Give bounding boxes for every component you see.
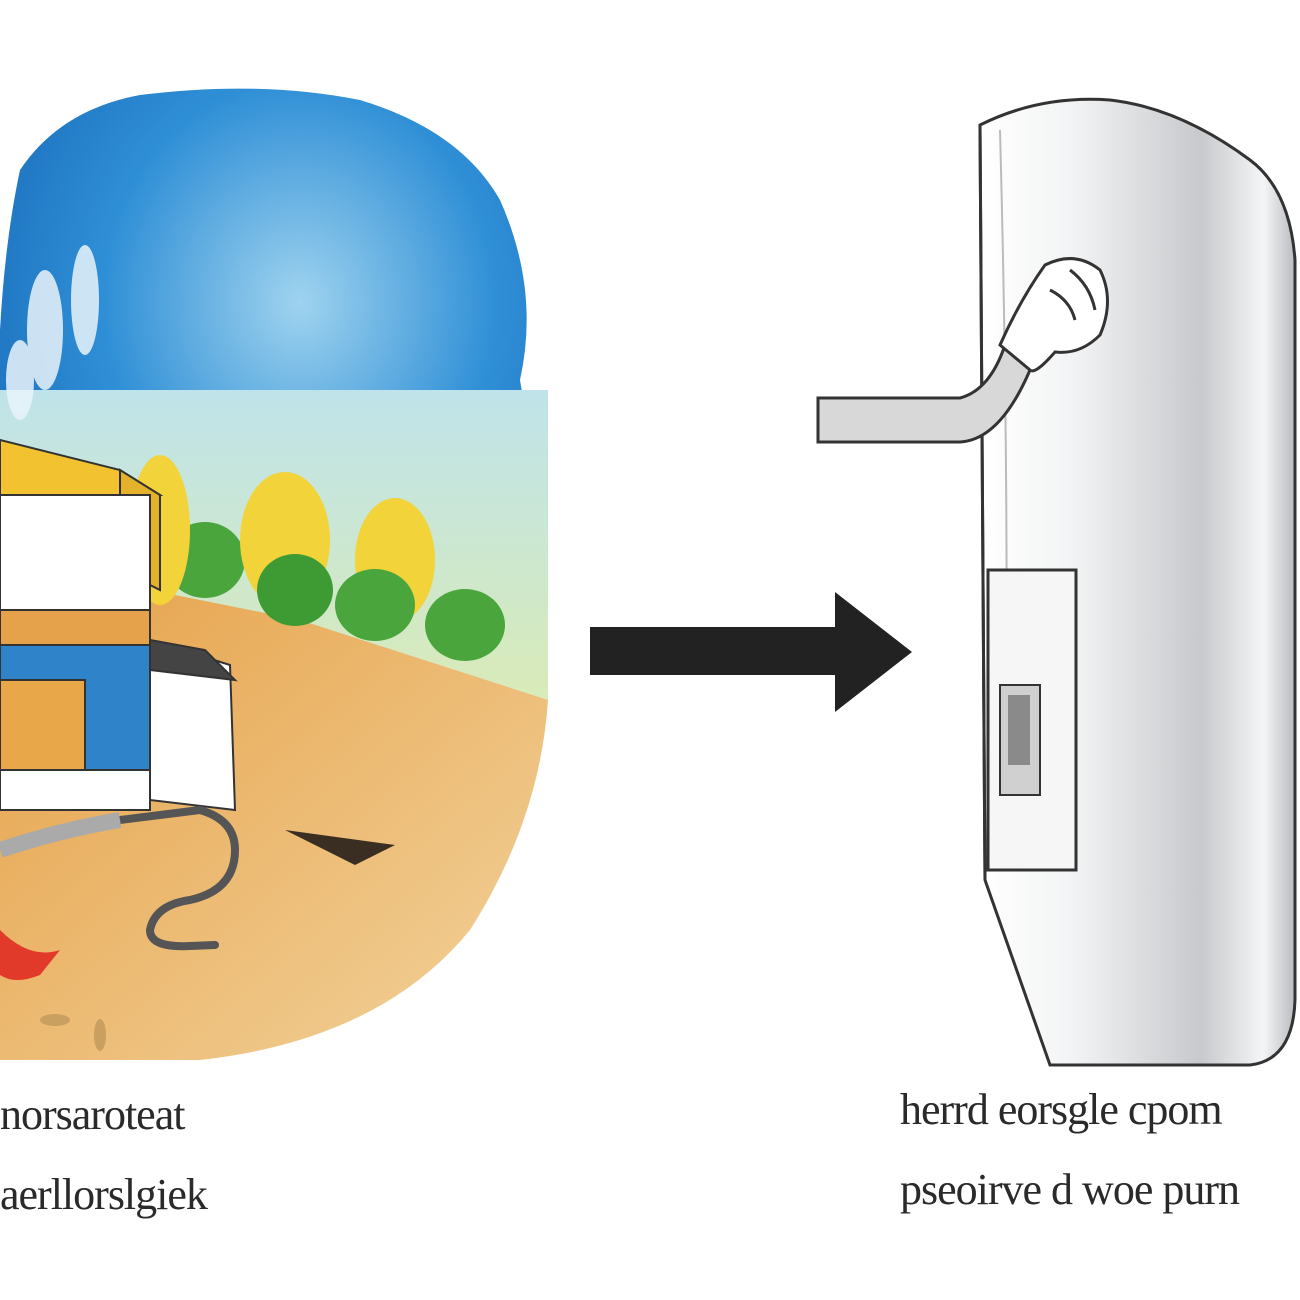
factory-building xyxy=(0,438,238,812)
right-caption-line-1: herrd eorsgle cpom xyxy=(900,1085,1223,1134)
right-caption: herrd eorsgle cpom pseoirve d woe purn xyxy=(900,1070,1300,1230)
hand-icon xyxy=(998,257,1109,373)
left-caption-line-2: aerllorslgiek xyxy=(0,1170,208,1219)
water-heater-illustration xyxy=(816,97,1297,1067)
factory-scene-illustration xyxy=(0,88,548,1060)
arrow-right-icon xyxy=(590,592,912,712)
left-caption: norsaroteat aerllorslgiek xyxy=(0,1075,320,1235)
right-caption-line-2: pseoirve d woe purn xyxy=(900,1165,1240,1214)
left-caption-line-1: norsaroteat xyxy=(0,1090,185,1139)
debris xyxy=(285,830,395,865)
red-object xyxy=(0,930,60,980)
pipe xyxy=(116,805,240,951)
smoke-plumes xyxy=(6,245,99,420)
